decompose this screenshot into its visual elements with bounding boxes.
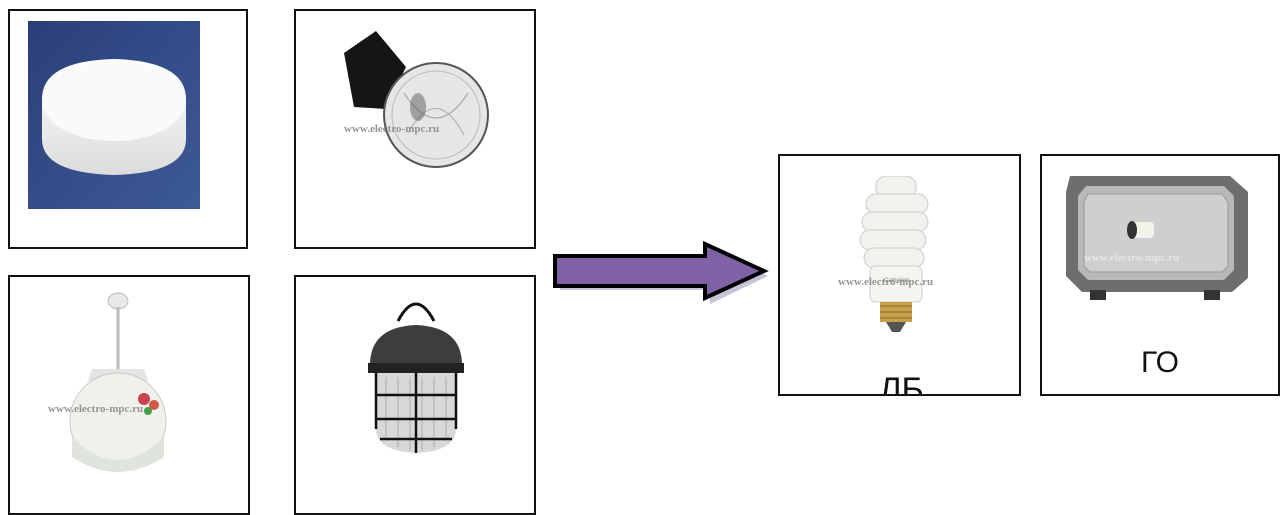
watermark-text: www.electro-mpc.ru xyxy=(1084,252,1180,264)
floodlight-image xyxy=(1066,176,1248,300)
lamp-card-cfl: Camelion www.electro-mpc.ru ЛБ xyxy=(778,154,1021,396)
pendant-lamp-image xyxy=(69,292,167,472)
lamp-card-floodlight: www.electro-mpc.ru ГО xyxy=(1040,154,1280,396)
dome-lamp-image xyxy=(28,21,200,209)
cfl-bulb-image: Camelion xyxy=(859,176,929,332)
lamp-type-label: ЛБ xyxy=(879,371,924,396)
bulb-brand-text: Camelion xyxy=(884,278,909,284)
lamp-card-caged xyxy=(294,275,536,515)
lamp-card-pendant: www.electro-mpc.ru xyxy=(8,275,250,515)
caged-lamp-image xyxy=(368,302,464,453)
watermark-text: www.electro-mpc.ru xyxy=(344,123,440,135)
right-arrow-icon xyxy=(553,240,769,304)
globe-lamp-image xyxy=(344,31,489,168)
lamp-type-label: ГО xyxy=(1141,346,1179,379)
watermark-text: www.electro-mpc.ru xyxy=(48,403,144,415)
lamp-card-dome xyxy=(8,9,248,249)
lamp-card-globe: www.electro-mpc.ru xyxy=(294,9,536,249)
watermark-text: www.electro-mpc.ru xyxy=(838,276,934,288)
